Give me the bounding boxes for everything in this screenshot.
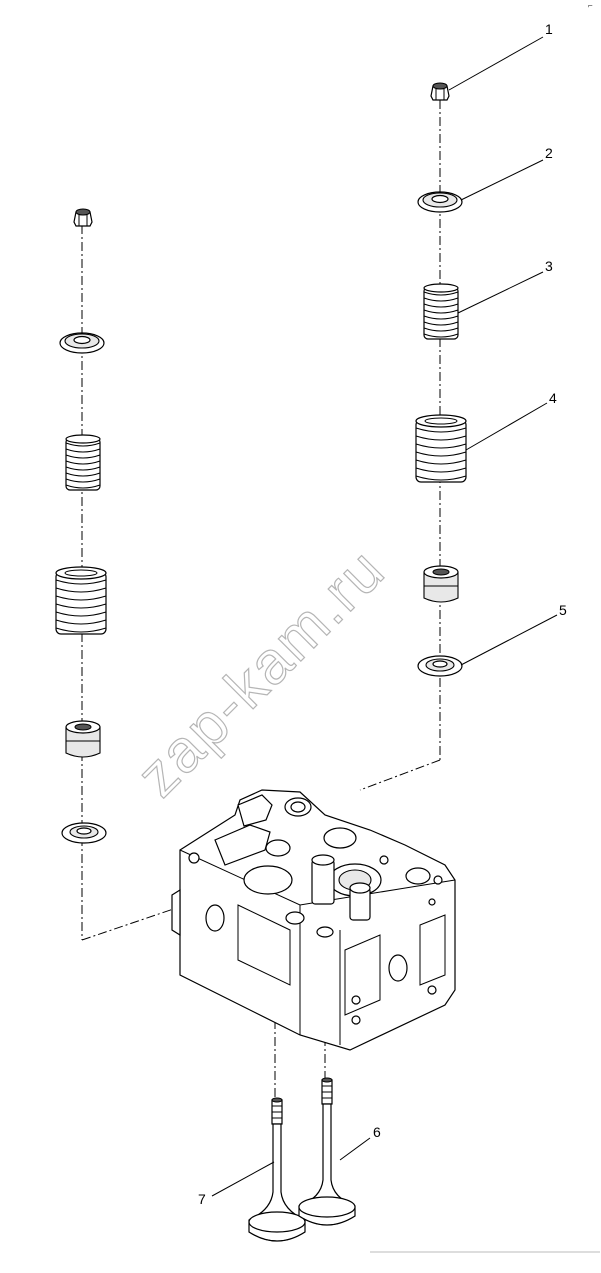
left-seat-washer-icon: [61, 822, 107, 844]
callout-7: 7: [198, 1191, 206, 1207]
left-valve-cotter-icon: [73, 208, 93, 227]
watermark-text: zap-kam.ru: [124, 535, 398, 809]
left-inner-spring-icon: [65, 434, 101, 491]
callout-6: 6: [373, 1124, 381, 1140]
left-valve-stem-seal-icon: [65, 720, 101, 758]
callout-labels: 1 2 3 4 5 6 7: [198, 21, 567, 1207]
outer-valve-spring-icon: [415, 414, 467, 483]
callout-4: 4: [549, 390, 557, 406]
valve-stem-seal-icon: [423, 565, 459, 603]
exhaust-valve-icon: [298, 1077, 356, 1226]
callout-3: 3: [545, 258, 553, 274]
corner-mark: ⌐: [588, 1, 593, 10]
callout-leaders: [211, 36, 558, 1197]
callout-5: 5: [559, 602, 567, 618]
spring-seat-washer-icon: [417, 655, 463, 677]
callout-1: 1: [545, 21, 553, 37]
watermark: zap-kam.ru: [123, 535, 398, 810]
valve-cotter-icon: [430, 82, 450, 101]
intake-valve-icon: [248, 1097, 306, 1242]
cylinder-head-icon: [171, 789, 456, 1051]
left-spring-retainer-icon: [59, 332, 105, 354]
spring-retainer-plate-icon: [417, 191, 463, 213]
callout-2: 2: [545, 145, 553, 161]
left-outer-spring-icon: [55, 566, 107, 635]
inner-valve-spring-icon: [423, 283, 459, 340]
